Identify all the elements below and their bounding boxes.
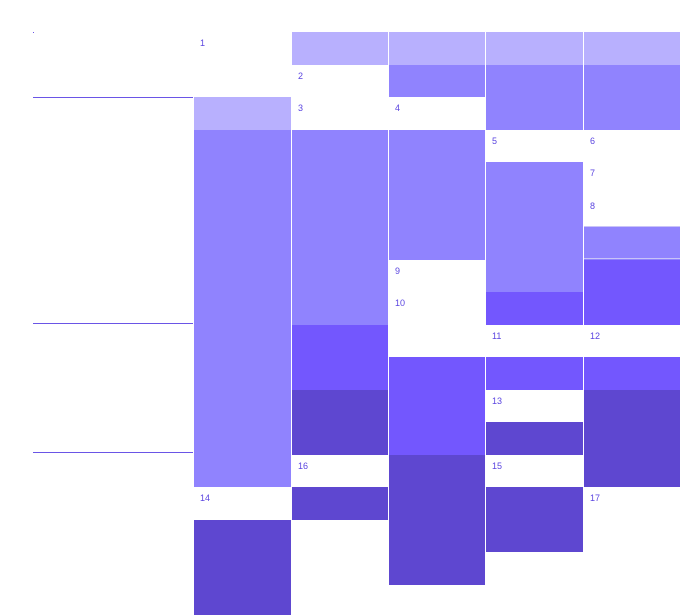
step-number: 9 [395, 266, 401, 276]
band-cell [194, 97, 291, 130]
step-number: 11 [492, 331, 502, 341]
band-cell [194, 130, 291, 358]
band-cell [292, 130, 388, 325]
step-number: 13 [492, 396, 503, 406]
step-cell-6: 6 [584, 130, 680, 163]
band-cell [486, 422, 583, 455]
step-cell-10: 10 [389, 292, 485, 357]
band-cell [584, 32, 680, 65]
step-number: 10 [395, 298, 406, 308]
step-number: 1 [200, 38, 206, 48]
band-cell [292, 325, 388, 390]
step-cell-15: 15 [486, 455, 583, 488]
step-cell-14: 14 [194, 487, 291, 520]
band-cell [389, 65, 485, 98]
step-cell-2: 2 [292, 65, 388, 98]
step-number: 7 [590, 168, 596, 178]
step-cell-13: 13 [486, 390, 583, 423]
band-cell [486, 32, 583, 65]
step-cell-3: 3 [292, 97, 388, 130]
band-cell [584, 65, 680, 130]
step-number: 2 [298, 71, 304, 81]
step-cell-8: 8 [584, 195, 680, 228]
band-cell [292, 487, 388, 520]
band-cell [389, 32, 485, 65]
band-cell [486, 162, 583, 292]
band-cell [584, 390, 680, 488]
row-divider-1 [33, 97, 193, 98]
step-number: 4 [395, 103, 401, 113]
cell-separator [584, 226, 680, 227]
step-number: 8 [590, 201, 596, 211]
step-cell-4: 4 [389, 97, 485, 130]
corner-dot [33, 32, 34, 33]
step-cell-11: 11 [486, 325, 583, 358]
step-number: 3 [298, 103, 304, 113]
step-number: 6 [590, 136, 596, 146]
band-cell [584, 260, 680, 325]
band-cell [486, 357, 583, 390]
step-number: 16 [298, 461, 309, 471]
step-number: 14 [200, 493, 211, 503]
band-cell [194, 520, 291, 615]
band-cell [486, 292, 583, 325]
row-divider-3 [33, 452, 193, 453]
step-cell-9: 9 [389, 260, 485, 293]
step-number: 12 [590, 331, 601, 341]
row-divider-2 [33, 323, 193, 324]
band-cell [389, 455, 485, 585]
step-cell-1: 1 [194, 32, 291, 97]
step-cell-17: 17 [584, 487, 680, 520]
band-cell [486, 65, 583, 130]
band-cell [194, 357, 291, 487]
cell-separator [584, 258, 680, 259]
band-cell [292, 32, 388, 65]
band-cell [389, 357, 485, 455]
band-cell [584, 227, 680, 260]
step-number: 15 [492, 461, 503, 471]
band-cell [584, 357, 680, 390]
band-cell [486, 487, 583, 552]
band-cell [292, 390, 388, 455]
step-cell-16: 16 [292, 455, 388, 488]
band-cell [389, 130, 485, 260]
step-number: 17 [590, 493, 601, 503]
step-cell-5: 5 [486, 130, 583, 163]
step-number: 5 [492, 136, 498, 146]
step-cell-12: 12 [584, 325, 680, 358]
step-cell-7: 7 [584, 162, 680, 195]
